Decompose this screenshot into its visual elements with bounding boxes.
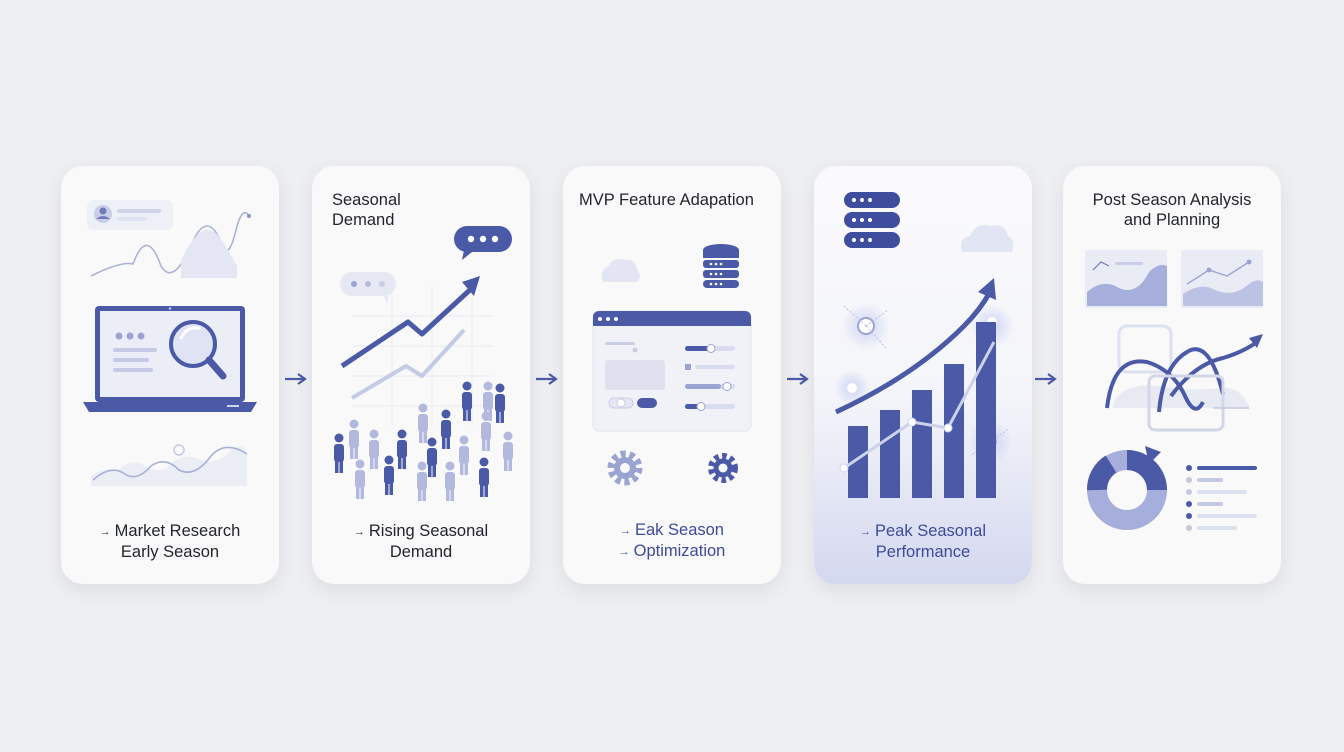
donut-chart-icon <box>1087 446 1167 530</box>
seasonal-demand-illustration <box>334 226 513 501</box>
right-arrow-icon <box>787 373 809 385</box>
list-icon <box>1186 465 1257 531</box>
area-chart-icon <box>91 444 248 486</box>
caption-line: Early Season <box>120 543 220 561</box>
caption-line: →Eak Season <box>620 521 724 539</box>
stage-caption: →Peak Seasonal Performance <box>814 521 1032 562</box>
caption-line: Performance <box>875 543 971 561</box>
cloud-icon <box>601 258 640 282</box>
stage-caption: →Market Research Early Season <box>61 521 279 562</box>
line-chart-icon <box>90 211 251 278</box>
settings-window-icon <box>592 310 752 432</box>
stage-caption: →Eak Season →Optimization <box>563 520 781 562</box>
caption-line: Demand <box>389 543 453 561</box>
stage-title: MVP Feature Adapation <box>579 191 754 209</box>
right-arrow-icon <box>536 373 558 385</box>
area-chart-icon <box>1085 250 1167 308</box>
right-arrow-icon: → <box>618 546 630 558</box>
stage-title: Post Season Analysis and Planning <box>1092 191 1252 229</box>
laptop-icon <box>83 306 257 412</box>
database-icon <box>844 192 900 248</box>
right-arrow-icon: → <box>99 526 111 538</box>
line-chart-icon <box>1181 250 1263 308</box>
caption-line: →Market Research <box>99 522 241 540</box>
gear-icon <box>607 450 738 486</box>
trend-arrow-icon <box>340 276 480 400</box>
caption-line: →Optimization <box>618 542 726 560</box>
post-season-illustration <box>1085 250 1263 531</box>
right-arrow-icon: → <box>860 526 871 538</box>
stage-card-post-season-analysis: Post Season Analysis and Planning <box>1063 166 1281 584</box>
magnifier-icon <box>169 320 227 380</box>
stage-card-market-research: →Market Research Early Season <box>61 166 279 584</box>
caption-line: →Rising Seasonal <box>353 522 489 540</box>
stage-caption: →Rising Seasonal Demand <box>312 521 530 562</box>
stage-title: Seasonal Demand <box>332 191 401 229</box>
trend-arrow-icon <box>834 278 996 473</box>
right-arrow-icon <box>1035 373 1057 385</box>
right-arrow-icon: → <box>620 525 631 537</box>
stage-card-peak-performance: →Peak Seasonal Performance <box>814 166 1032 584</box>
stage-card-seasonal-demand: Seasonal Demand <box>312 166 530 584</box>
database-icon <box>703 244 739 288</box>
peak-performance-illustration <box>834 192 1014 498</box>
bar-chart-icon <box>848 322 996 498</box>
right-arrow-icon: → <box>353 526 365 538</box>
people-crowd-icon <box>334 381 513 501</box>
chat-bubble-icon <box>340 226 512 304</box>
right-arrow-icon <box>285 373 307 385</box>
stage-card-mvp-feature-adaptation: MVP Feature Adapation <box>563 166 781 584</box>
caption-line: →Peak Seasonal <box>860 522 986 540</box>
mvp-feature-illustration <box>592 244 752 486</box>
cloud-icon <box>961 225 1014 252</box>
market-research-illustration <box>83 200 257 486</box>
user-avatar-icon <box>87 200 173 230</box>
loop-arrow-icon <box>1105 324 1263 432</box>
